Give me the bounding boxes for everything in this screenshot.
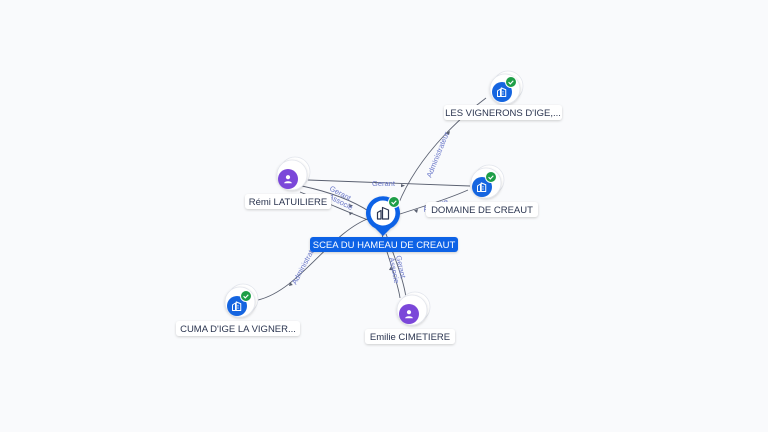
node-cuma[interactable]: CUMA D'IGE LA VIGNER... [176, 283, 300, 336]
verified-check-icon [485, 171, 497, 183]
arrow-icon [349, 212, 353, 216]
edge-remi-center-1[interactable] [301, 185, 371, 213]
edge-arrows [289, 131, 450, 286]
node-center[interactable]: SCEA DU HAMEAU DE CREAUT [310, 196, 458, 252]
node-domaine[interactable]: DOMAINE DE CREAUT [426, 164, 538, 217]
edge-remi-domaine[interactable] [307, 179, 471, 187]
verified-check-icon [388, 196, 400, 208]
node-emilie[interactable]: Emilie CIMETIERE [365, 291, 455, 344]
edge-label-gerant: Gerant [372, 179, 396, 188]
node-label-cuma: CUMA D'IGE LA VIGNER... [180, 324, 296, 335]
arrow-icon [349, 204, 353, 208]
node-vignerons[interactable]: LES VIGNERONS D'IGE,... [444, 70, 562, 120]
center-label: SCEA DU HAMEAU DE CREAUT [313, 240, 456, 251]
node-label-emilie: Emilie CIMETIERE [370, 332, 450, 343]
node-label-domaine: DOMAINE DE CREAUT [431, 205, 533, 216]
arrow-icon [446, 131, 450, 135]
verified-check-icon [505, 76, 517, 88]
arrow-icon [389, 266, 393, 271]
node-label-vignerons: LES VIGNERONS D'IGE,... [445, 108, 561, 119]
edge-label-administrateur: Administrateur [425, 130, 452, 179]
node-remi[interactable]: Rémi LATUILIERE [245, 156, 331, 209]
building-icon [376, 206, 390, 220]
verified-check-icon [240, 290, 252, 302]
node-label-remi: Rémi LATUILIERE [249, 197, 327, 208]
edge-vignerons-center[interactable] [397, 97, 487, 206]
arrow-icon [414, 209, 418, 213]
edge-cuma-center[interactable] [257, 217, 371, 301]
arrow-icon [401, 184, 405, 188]
arrow-icon [289, 282, 293, 286]
